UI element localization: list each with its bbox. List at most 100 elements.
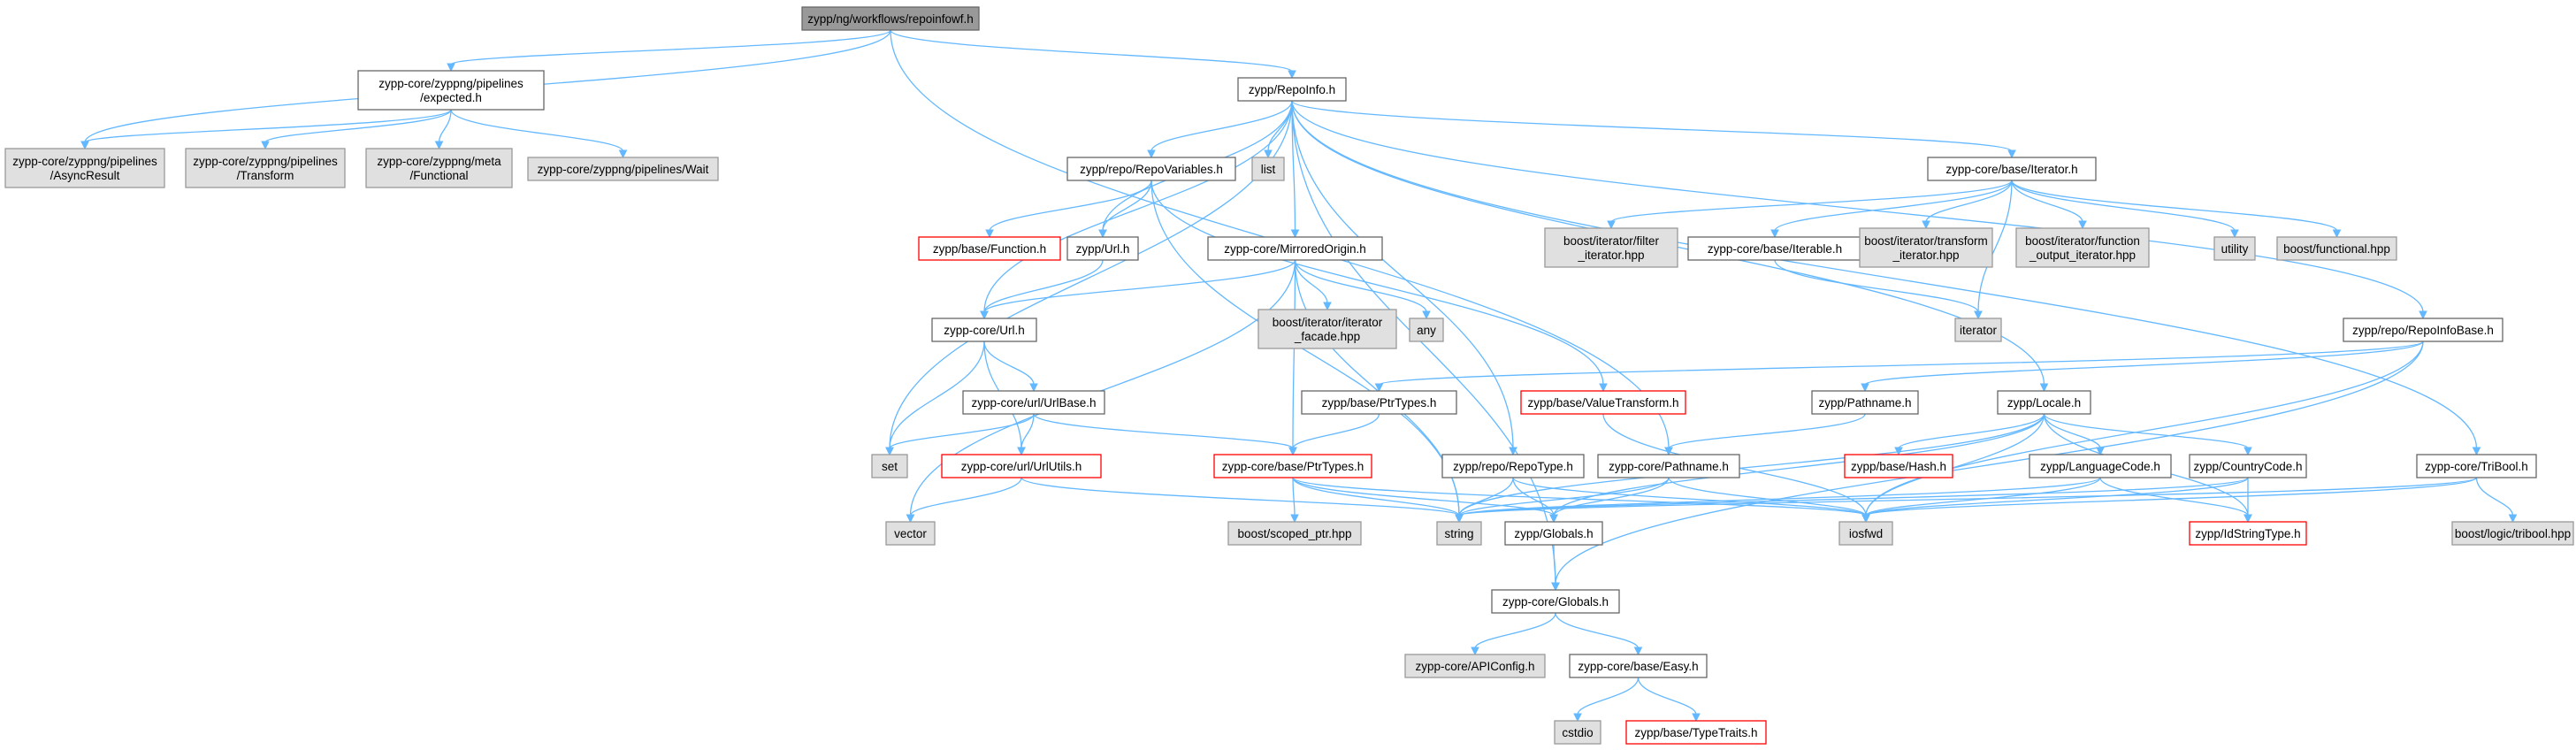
node-label: vector (894, 527, 927, 540)
graph-node-n41[interactable]: zypp/Globals.h (1504, 521, 1603, 546)
edge-n0-n6 (890, 29, 1296, 80)
edge-n47-n49 (1637, 677, 1701, 723)
graph-node-n21: any (1409, 318, 1444, 342)
node-box (527, 157, 719, 181)
node-label: zypp-core/base/Iterable.h (1708, 242, 1842, 256)
edge-arrowhead (885, 447, 894, 456)
graph-node-n31[interactable]: zypp-core/base/PtrTypes.h (1213, 454, 1372, 478)
edge-line (1291, 100, 2478, 449)
graph-node-n37[interactable]: zypp-core/TriBool.h (2416, 454, 2537, 478)
node-box (2343, 318, 2503, 342)
edge-arrowhead (1374, 383, 1384, 393)
node-label: set (882, 460, 898, 473)
edge-line (1378, 341, 2424, 386)
graph-node-n36[interactable]: zypp/CountryCode.h (2189, 454, 2307, 478)
node-box (1687, 236, 1862, 261)
edge-n9-n17 (2011, 180, 2239, 239)
node-box (1838, 521, 1893, 546)
edge-arrowhead (618, 149, 628, 159)
graph-node-n26[interactable]: zypp/base/ValueTransform.h (1520, 390, 1686, 415)
node-label: zypp-core/MirroredOrigin.h (1224, 242, 1366, 256)
node-label: cstdio (1562, 726, 1593, 739)
graph-node-n24[interactable]: zypp-core/url/UrlBase.h (962, 390, 1105, 415)
graph-node-n30[interactable]: zypp-core/url/UrlUtils.h (941, 454, 1102, 478)
edge-line (84, 109, 452, 143)
node-label: iterator (1960, 324, 1998, 337)
graph-node-n43[interactable]: zypp/IdStringType.h (2189, 521, 2307, 546)
edge-arrowhead (2508, 514, 2518, 524)
node-box (1597, 454, 1740, 478)
edge-n9-n18 (2011, 180, 2342, 239)
edge-arrowhead (1147, 149, 1156, 159)
graph-node-n35[interactable]: zypp/LanguageCode.h (2029, 454, 2172, 478)
node-box (871, 454, 908, 478)
graph-node-n39: boost/scoped_ptr.hpp (1227, 521, 1362, 546)
edge-line (1294, 259, 1427, 313)
graph-node-n6[interactable]: zypp/RepoInfo.h (1237, 77, 1347, 102)
node-box (1409, 318, 1444, 342)
edge-line (1292, 477, 1460, 517)
node-label: zypp-core/base/PtrTypes.h (1222, 460, 1364, 473)
edge-line (438, 109, 452, 143)
graph-node-n32[interactable]: zypp/repo/RepoType.h (1441, 454, 1585, 478)
graph-node-n10[interactable]: zypp/base/Function.h (918, 236, 1061, 261)
edge-n12-n21 (1294, 259, 1431, 320)
graph-node-n14[interactable]: zypp-core/base/Iterable.h (1687, 236, 1862, 261)
edge-line (1020, 477, 1460, 517)
graph-node-n29: set (871, 454, 908, 478)
edge-arrowhead (1288, 70, 1296, 80)
edge-arrowhead (1323, 302, 1332, 311)
edge-n28-n36 (2043, 413, 2252, 456)
graph-node-n49[interactable]: zypp/base/TypeTraits.h (1625, 720, 1767, 745)
node-label: zypp/repo/RepoVariables.h (1080, 163, 1223, 176)
edge-n24-n31 (1033, 413, 1297, 456)
node-label: zypp-core/Globals.h (1502, 595, 1609, 608)
graph-node-n45[interactable]: zypp-core/Globals.h (1491, 589, 1620, 614)
edge-arrowhead (2419, 310, 2427, 320)
edge-arrowhead (1770, 229, 1779, 239)
edge-line (1925, 180, 2013, 223)
edge-arrowhead (1974, 310, 1983, 320)
node-box (1066, 157, 1236, 181)
graph-node-n25[interactable]: zypp/base/PtrTypes.h (1301, 390, 1457, 415)
node-box (1436, 521, 1482, 546)
graph-node-n7[interactable]: zypp/repo/RepoVariables.h (1066, 157, 1236, 181)
edge-arrowhead (2243, 514, 2252, 524)
node-label: /AsyncResult (50, 169, 120, 182)
graph-node-n23[interactable]: zypp/repo/RepoInfoBase.h (2343, 318, 2503, 342)
node-box (2416, 454, 2537, 478)
graph-node-n2: zypp-core/zyppng/pipelines/AsyncResult (4, 148, 165, 188)
graph-node-n19[interactable]: zypp-core/Url.h (931, 318, 1037, 342)
node-label: zypp-core/Pathname.h (1609, 460, 1729, 473)
node-box (2029, 454, 2172, 478)
graph-node-n11[interactable]: zypp/Url.h (1066, 236, 1139, 261)
node-box (1954, 318, 2002, 342)
edge-line (889, 341, 985, 449)
edge-arrowhead (1017, 447, 1026, 456)
node-label: zypp-core/Url.h (944, 324, 1025, 337)
node-label: boost/functional.hpp (2283, 242, 2390, 256)
node-label: zypp-core/zyppng/meta (377, 155, 501, 168)
edge-line (1977, 180, 2013, 313)
graph-node-n28[interactable]: zypp/Locale.h (1997, 390, 2091, 415)
node-label: list (1261, 163, 1276, 176)
edge-line (1291, 100, 1514, 449)
edge-line (1898, 413, 2045, 449)
graph-node-n20: boost/iterator/iterator_facade.hpp (1257, 309, 1397, 349)
edge-line (1512, 477, 1867, 517)
graph-node-n9[interactable]: zypp-core/base/Iterator.h (1927, 157, 2097, 181)
edge-line (1512, 477, 1555, 517)
graph-node-n34[interactable]: zypp/base/Hash.h (1844, 454, 1953, 478)
node-label: zypp-core/zyppng/pipelines (378, 77, 524, 90)
edge-line (1292, 413, 1380, 449)
edge-line (2043, 413, 2101, 449)
edge-n11-n19 (980, 259, 1104, 320)
graph-node-n33[interactable]: zypp-core/Pathname.h (1597, 454, 1740, 478)
graph-node-n1[interactable]: zypp-core/zyppng/pipelines/expected.h (357, 70, 545, 111)
graph-node-n0[interactable]: zypp/ng/workflows/repoinfowf.h (801, 6, 980, 31)
graph-node-n12[interactable]: zypp-core/MirroredOrigin.h (1207, 236, 1383, 261)
node-box (1237, 77, 1347, 102)
graph-node-n47[interactable]: zypp-core/base/Easy.h (1569, 654, 1708, 678)
edge-line (983, 341, 1035, 386)
graph-node-n27[interactable]: zypp/Pathname.h (1811, 390, 1919, 415)
